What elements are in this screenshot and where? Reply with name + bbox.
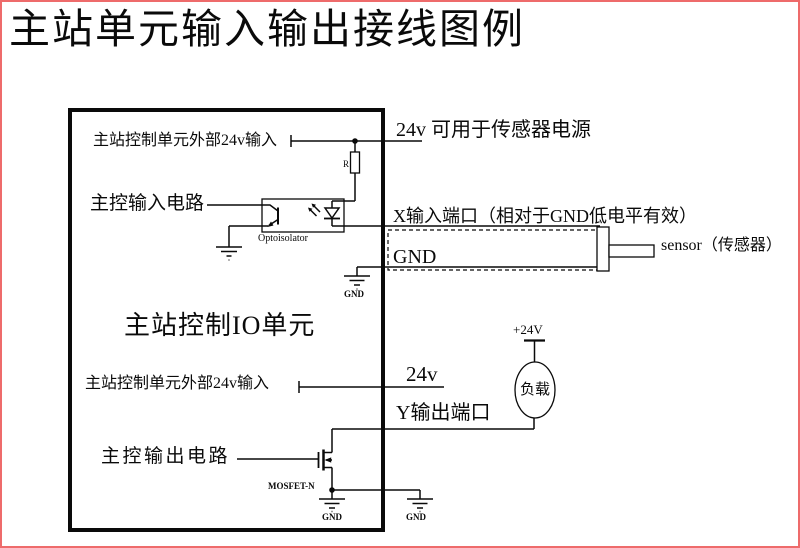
phototransistor bbox=[207, 204, 279, 247]
gnd-rail-symbol-label: GND bbox=[344, 289, 364, 299]
ground-symbol-external bbox=[332, 489, 433, 513]
load-supply-label: +24V bbox=[513, 322, 543, 337]
y-output-port-label: Y输出端口 bbox=[396, 402, 491, 424]
output-24v-line bbox=[298, 381, 444, 393]
mosfet-label: MOSFET-N bbox=[268, 481, 315, 491]
y-output-line bbox=[332, 418, 535, 430]
output-circuit-label: 主控输出电路 bbox=[101, 446, 231, 467]
main-unit-box bbox=[68, 108, 385, 532]
optoisolator-box bbox=[261, 198, 345, 233]
photo-led bbox=[323, 207, 341, 226]
ground-symbol-gnd-rail bbox=[344, 267, 370, 290]
ground-symbol-mosfet bbox=[319, 490, 345, 513]
sensor-label: sensor（传感器） bbox=[661, 237, 782, 254]
input-external-24v-label: 主站控制单元外部24v输入 bbox=[93, 132, 278, 149]
output-24v-label: 24v bbox=[406, 362, 438, 386]
ground-symbol-input bbox=[216, 246, 242, 261]
page-title: 主站单元输入输出接线图例 bbox=[9, 6, 525, 52]
x-input-port-label: X输入端口（相对于GND低电平有效） bbox=[393, 206, 697, 226]
gnd-internal-label: GND bbox=[322, 512, 342, 522]
gnd-external-label: GND bbox=[406, 512, 426, 522]
led-arrows bbox=[308, 203, 321, 217]
junction-dot bbox=[352, 138, 358, 144]
output-external-24v-label: 主站控制单元外部24v输入 bbox=[85, 375, 270, 392]
pullup-resistor bbox=[331, 143, 361, 208]
optoisolator-label: Optoisolator bbox=[258, 233, 308, 244]
load-label: 负载 bbox=[519, 382, 550, 398]
power-terminal-24v bbox=[524, 339, 545, 362]
sensor-connector bbox=[596, 226, 655, 272]
unit-name-label: 主站控制IO单元 bbox=[124, 311, 316, 340]
gnd-rail-label: GND bbox=[393, 246, 437, 268]
resistor-label: R bbox=[343, 159, 350, 169]
mosfet-symbol bbox=[237, 429, 333, 490]
sensor-power-note: 24v 可用于传感器电源 bbox=[396, 119, 591, 141]
input-circuit-label: 主控输入电路 bbox=[90, 193, 205, 214]
